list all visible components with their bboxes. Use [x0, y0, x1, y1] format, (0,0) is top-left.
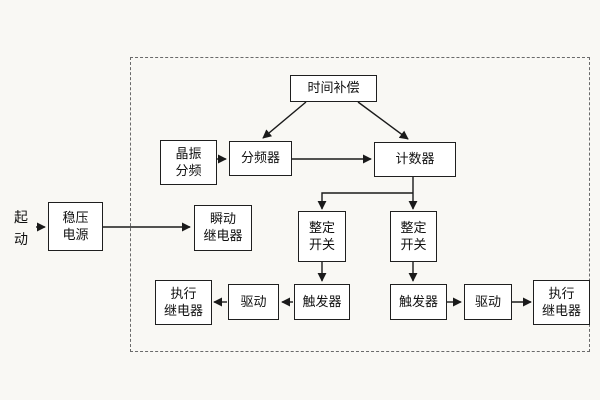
- node-frequency-divider: 分频器: [229, 141, 292, 176]
- node-trigger-left: 触发器: [294, 284, 350, 320]
- dashed-boundary-frame: [130, 57, 590, 352]
- node-counter: 计数器: [374, 142, 456, 177]
- node-driver-left: 驱动: [228, 284, 279, 320]
- node-exec-relay-right: 执行 继电器: [533, 280, 590, 325]
- start-label: 起 动: [14, 208, 28, 247]
- node-driver-right: 驱动: [464, 284, 512, 320]
- node-exec-relay-left: 执行 继电器: [155, 280, 212, 325]
- node-setting-switch-left: 整定 开关: [298, 211, 346, 262]
- node-time-compensation: 时间补偿: [290, 75, 377, 102]
- node-setting-switch-right: 整定 开关: [390, 211, 437, 262]
- node-trigger-right: 触发器: [390, 284, 447, 320]
- node-instant-relay: 瞬动 继电器: [194, 205, 252, 251]
- node-crystal-divider: 晶振 分频: [160, 140, 217, 185]
- node-power-supply: 稳压 电源: [48, 202, 103, 251]
